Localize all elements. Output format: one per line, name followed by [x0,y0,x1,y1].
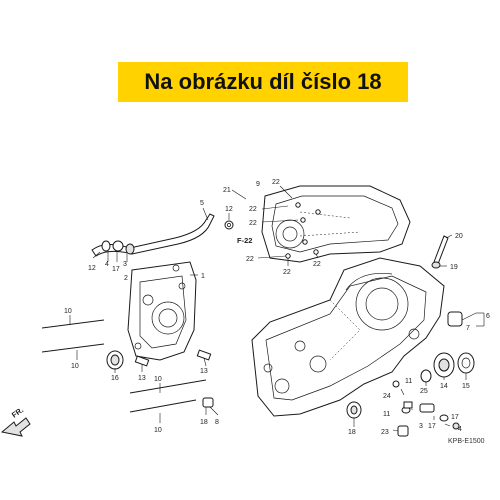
label-part-22-top: 22 [272,179,280,186]
label-part-3-right: 3 [419,423,423,430]
label-part-17-lower: 17 [428,423,436,430]
right-crankcase [251,257,445,417]
bushing-6-7 [447,311,463,327]
left-crankcase [127,261,197,361]
label-part-15: 15 [462,383,470,390]
label-part-12-left: 12 [88,265,96,272]
label-part-22-e: 22 [313,261,321,268]
label-part-3-left: 3 [123,261,127,268]
hose-clamp-left [101,240,135,255]
leader-lines [69,185,485,432]
side-cover-9 [261,185,411,263]
label-part-7: 7 [466,325,470,332]
small-clip-12 [224,220,234,230]
label-part-17-right: 17 [451,414,459,421]
label-part-19: 19 [450,264,458,271]
label-part-4-left: 4 [105,261,109,268]
label-part-1: 1 [201,273,205,280]
breather-tube-20 [431,235,449,269]
label-part-13-left: 13 [138,375,146,382]
label-part-20: 20 [455,233,463,240]
label-part-11-lower: 11 [383,411,390,418]
oil-seal-16 [106,350,124,370]
collar-17 [403,401,413,409]
stud-bolts-10 [41,319,207,413]
label-part-22-c: 22 [246,256,254,263]
oil-bolt-assembly [401,403,460,430]
dowel-8 [202,397,214,408]
label-part-8: 8 [215,419,219,426]
label-part-18-left: 18 [200,419,208,426]
banner-title: Na obrázku díl číslo 18 [144,69,382,94]
label-part-10-bottom: 10 [154,427,162,434]
label-part-13-right: 13 [200,368,208,375]
label-part-4-right: 4 [458,426,462,433]
label-part-14: 14 [440,383,448,390]
label-part-2: 2 [124,275,128,282]
label-part-10-upper: 10 [64,308,72,315]
label-part-22-a: 22 [249,206,257,213]
dowel-pin-13 [134,349,212,367]
label-part-5: 5 [200,200,204,207]
label-part-12-top: 12 [225,206,233,213]
illustration-code: KPB-E1500 [448,438,485,445]
front-direction-arrow: FR. [0,405,31,437]
label-part-24: 24 [383,393,391,400]
bolt-24 [392,380,400,388]
label-part-17-left: 17 [112,266,120,273]
bearing-18 [346,401,362,419]
label-part-22-d: 22 [283,269,291,276]
breather-hose [91,213,215,257]
reference-f22: F-22 [237,236,252,245]
oil-seal-15 [457,352,475,374]
label-part-10-lower: 10 [71,363,79,370]
bearing-14 [433,352,455,378]
label-part-18-right: 18 [348,429,356,436]
front-label: FR. [10,405,25,419]
label-part-6: 6 [486,313,490,320]
part-number-labels: 1 12 4 17 2 3 5 12 F-22 10 10 16 13 13 1… [64,179,490,436]
drain-bolt-23 [397,425,409,437]
label-part-25: 25 [420,388,428,395]
label-part-11-upper: 11 [405,378,412,385]
label-part-10-mid: 10 [154,376,162,383]
seal-25 [420,369,432,383]
label-part-21: 21 [223,187,231,194]
label-part-16: 16 [111,375,119,382]
label-part-22-b: 22 [249,220,257,227]
label-part-23: 23 [381,429,389,436]
part-number-banner: Na obrázku díl číslo 18 [118,62,408,102]
label-part-9: 9 [256,181,260,188]
